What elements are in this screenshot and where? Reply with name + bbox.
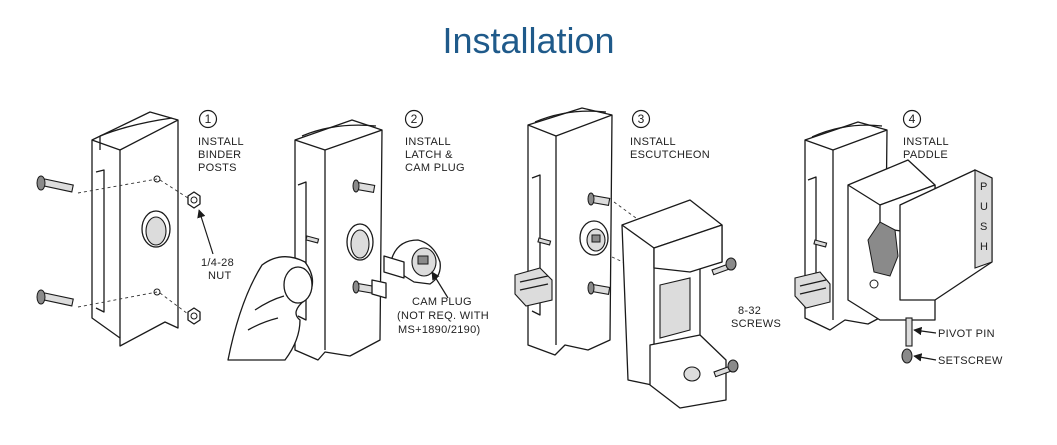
step-4-illustration: P U S H	[794, 121, 993, 364]
nut-callout: 1/4-28 NUT	[201, 257, 237, 282]
svg-text:3: 3	[638, 112, 645, 126]
svg-text:S: S	[980, 221, 988, 233]
binder-post-bottom	[36, 289, 74, 307]
cam-plug-callout: CAM PLUG (NOT REQ. WITH MS+1890/2190)	[397, 296, 492, 336]
step-2-label: INSTALL LATCH & CAM PLUG	[405, 136, 465, 174]
page-title: Installation	[442, 20, 615, 61]
step-1-illustration	[36, 111, 214, 347]
escutcheon	[621, 199, 727, 409]
hand-illustration	[227, 256, 314, 361]
step-2-illustration	[227, 119, 449, 361]
step-1-number: 1	[198, 109, 218, 129]
svg-text:U: U	[980, 201, 988, 213]
binder-post-top	[36, 175, 74, 193]
pivot-pin-callout: PIVOT PIN	[938, 328, 995, 340]
svg-text:H: H	[980, 241, 988, 253]
cam-plug	[371, 239, 441, 299]
svg-text:P: P	[980, 181, 988, 193]
step-3-illustration	[514, 107, 739, 409]
screw-bottom	[713, 359, 739, 378]
svg-text:1: 1	[205, 112, 212, 126]
step-3-number: 3	[631, 109, 651, 129]
step-1-label: INSTALL BINDER POSTS	[198, 136, 247, 174]
step-4-number: 4	[902, 109, 922, 129]
step-4-label: INSTALL PADDLE	[903, 136, 952, 161]
step-3-label: INSTALL ESCUTCHEON	[630, 136, 710, 161]
svg-text:4: 4	[909, 112, 916, 126]
step-2-number: 2	[404, 109, 424, 129]
nut-bottom	[187, 307, 201, 325]
screws-callout: 8-32 SCREWS	[731, 305, 781, 330]
nut-top	[187, 191, 201, 209]
setscrew-callout: SETSCREW	[938, 355, 1003, 367]
svg-text:2: 2	[411, 112, 418, 126]
screw-top	[711, 257, 737, 276]
push-paddle: P U S H	[867, 169, 993, 301]
